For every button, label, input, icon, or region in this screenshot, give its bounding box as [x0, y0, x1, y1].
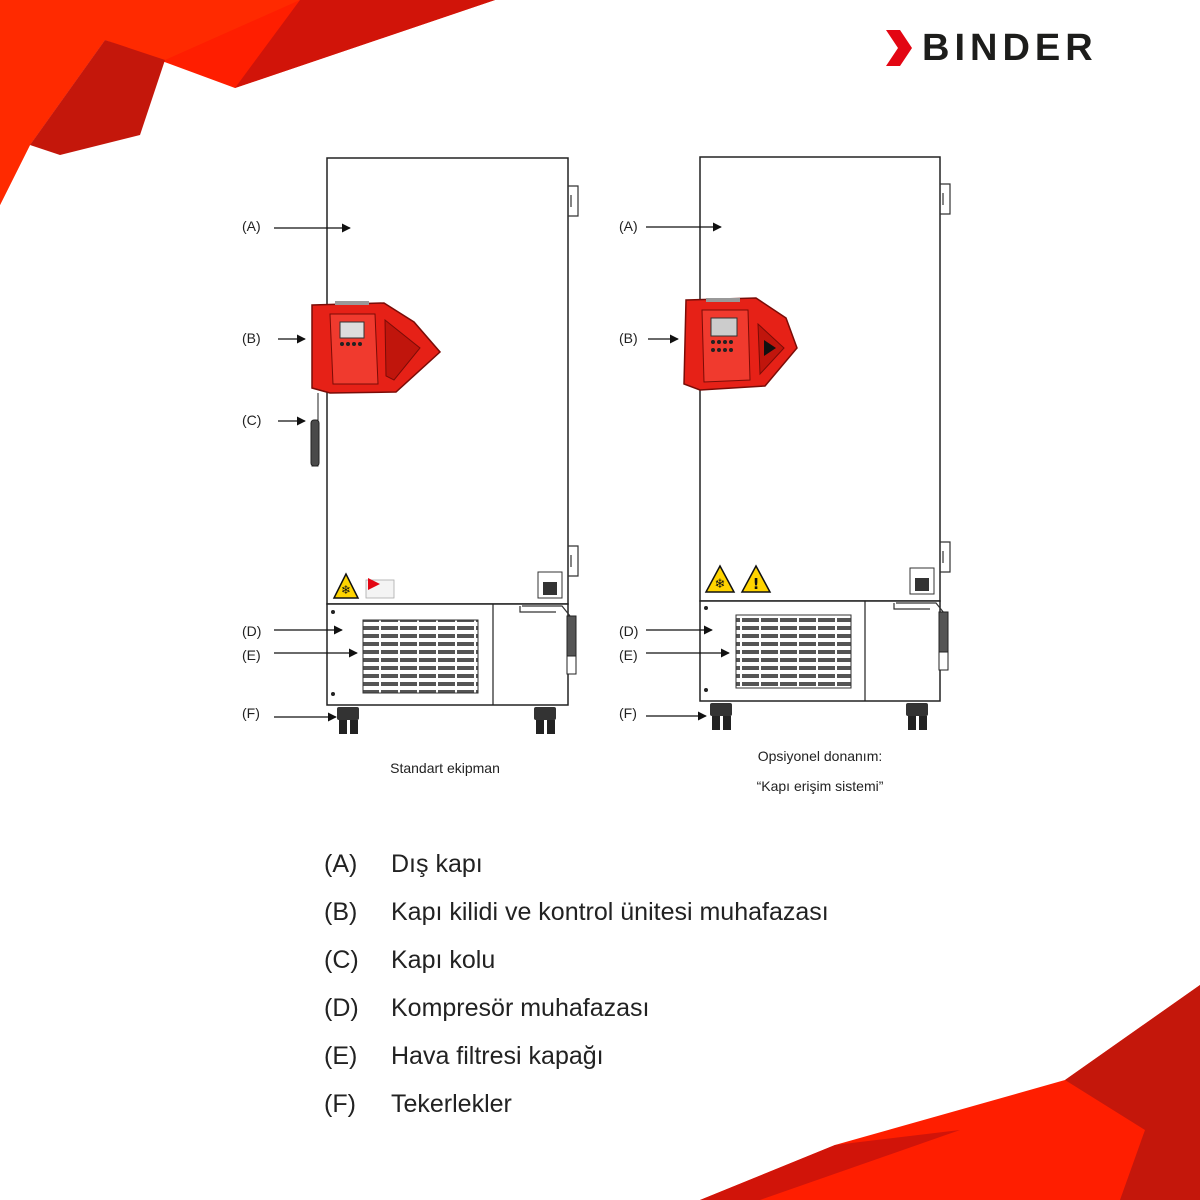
- legend-key: (E): [324, 1041, 358, 1070]
- callout-f: (F): [242, 705, 260, 721]
- legend-label: Kapı kolu: [391, 945, 496, 974]
- control-unit-housing: [311, 301, 442, 394]
- caption-standard: Standart ekipman: [390, 760, 500, 776]
- legend-item: (C) Kapı kolu: [324, 936, 829, 984]
- callout-b: (B): [619, 330, 638, 346]
- bottom-right-corner-shade: [700, 1130, 960, 1200]
- air-filter-cover: [735, 614, 852, 689]
- caster: [710, 703, 732, 730]
- binder-logo-icon: [886, 30, 912, 66]
- binder-logo: BINDER: [886, 26, 1098, 69]
- bottom-hinge: [940, 541, 951, 573]
- legend-label: Tekerlekler: [391, 1089, 512, 1118]
- callout-d: (D): [619, 623, 639, 639]
- optional-unit: ❄ !: [646, 156, 951, 730]
- top-hinge: [940, 183, 951, 215]
- legend-label: Kompresör muhafazası: [391, 993, 650, 1022]
- air-filter-cover: [362, 619, 479, 694]
- legend-item: (A) Dış kapı: [324, 840, 829, 888]
- top-hinge: [568, 185, 579, 217]
- legend-label: Dış kapı: [391, 849, 483, 878]
- top-left-corner-shade: [235, 0, 495, 88]
- access-system-arrow-icon: [764, 340, 776, 356]
- bottom-right-corner-shape: [700, 985, 1200, 1200]
- legend-key: (F): [324, 1089, 356, 1118]
- callout-a: (A): [619, 218, 638, 234]
- legend-item: (F) Tekerlekler: [324, 1080, 829, 1128]
- caster: [906, 703, 928, 730]
- callout-f: (F): [619, 705, 637, 721]
- brand-name: BINDER: [922, 26, 1098, 69]
- caption-optional-line-1: Opsiyonel donanım:: [757, 748, 883, 764]
- bottom-hinge: [568, 545, 579, 577]
- caster: [534, 707, 556, 734]
- callout-e: (E): [242, 647, 261, 663]
- svg-text:❄: ❄: [715, 577, 726, 592]
- legend-key: (B): [324, 897, 358, 926]
- caster: [337, 707, 359, 734]
- legend-key: (C): [324, 945, 359, 974]
- standard-unit: ❄: [274, 157, 579, 734]
- top-left-corner-shape-light: [0, 0, 300, 205]
- exclamation-warning-icon: !: [740, 564, 772, 593]
- svg-text:❄: ❄: [341, 583, 351, 597]
- top-left-corner-shadow: [30, 40, 165, 155]
- callout-c: (C): [242, 412, 262, 428]
- legend-key: (A): [324, 849, 358, 878]
- control-unit-housing: [683, 297, 798, 391]
- legend-label: Kapı kilidi ve kontrol ünitesi muhafazas…: [391, 897, 829, 926]
- legend-key: (D): [324, 993, 359, 1022]
- qr-label-icon: [537, 571, 563, 599]
- door-handle: [310, 393, 320, 467]
- red-flag-label: [368, 578, 380, 590]
- legend-label: Hava filtresi kapağı: [391, 1041, 604, 1070]
- legend: (A) Dış kapı (B) Kapı kilidi ve kontrol …: [324, 840, 829, 1128]
- snowflake-warning-icon: ❄: [332, 572, 360, 599]
- callout-b: (B): [242, 330, 261, 346]
- callout-d: (D): [242, 623, 262, 639]
- callout-e: (E): [619, 647, 638, 663]
- snowflake-warning-icon: ❄: [704, 564, 736, 593]
- legend-item: (B) Kapı kilidi ve kontrol ünitesi muhaf…: [324, 888, 829, 936]
- legend-item: (E) Hava filtresi kapağı: [324, 1032, 829, 1080]
- svg-text:!: !: [753, 575, 760, 593]
- legend-item: (D) Kompresör muhafazası: [324, 984, 829, 1032]
- qr-label-icon: [909, 567, 935, 595]
- bottom-right-corner-shadow: [1065, 985, 1200, 1200]
- callout-a: (A): [242, 218, 261, 234]
- caption-optional-line-2: “Kapı erişim sistemi”: [756, 778, 884, 794]
